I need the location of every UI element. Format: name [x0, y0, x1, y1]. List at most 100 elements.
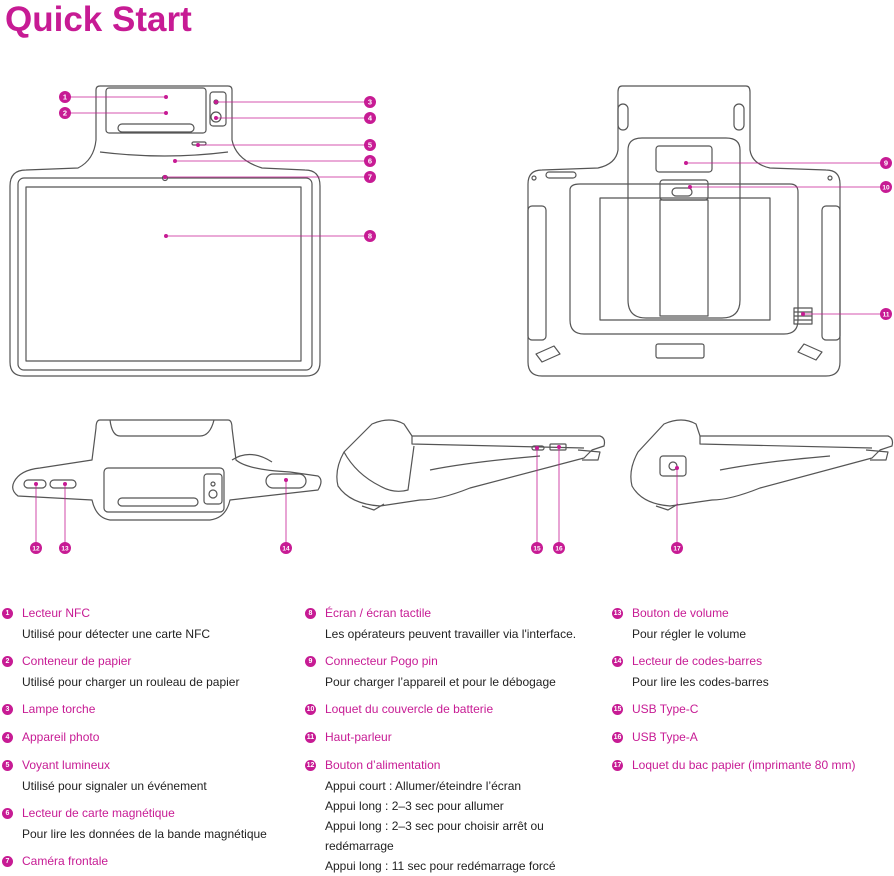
legend-label: Voyant lumineux: [22, 758, 111, 772]
diagram-number-badge: 8: [364, 230, 376, 242]
legend-item-header: 12 Bouton d’alimentation: [305, 756, 605, 776]
badge-circle: [59, 107, 71, 119]
legend-label: Conteneur de papier: [22, 654, 132, 668]
legend-number-badge: 15: [612, 704, 623, 715]
diagram-number-badge: 3: [364, 96, 376, 108]
legend-description: Pour régler le volume: [632, 627, 747, 641]
diagram-number-badge: 6: [364, 155, 376, 167]
badge-number: 8: [368, 232, 372, 241]
legend-item-header: 9 Connecteur Pogo pin: [305, 652, 605, 672]
legend-label: Bouton d’alimentation: [325, 758, 441, 772]
legend-label: Appareil photo: [22, 730, 100, 744]
legend-description: Appui long : 2–3 sec pour allumer: [325, 799, 504, 813]
badge-number: 17: [673, 546, 681, 553]
badge-number: 4: [368, 114, 373, 123]
legend-item-header: 15 USB Type-C: [612, 700, 894, 720]
legend-number-badge: 14: [612, 656, 623, 667]
badge-number: 1: [63, 93, 67, 102]
legend-label: Lecteur NFC: [22, 606, 91, 620]
legend-number-badge: 1: [2, 608, 13, 619]
back-view: [527, 85, 841, 377]
diagram-number-badge: 5: [364, 139, 376, 151]
badge-number: 12: [32, 546, 40, 553]
legend-number-badge: 8: [305, 608, 316, 619]
diagram-number-badge: 9: [880, 157, 892, 169]
legend-description: Appui court : Allumer/éteindre l’écran: [325, 779, 522, 793]
badge-number: 10: [882, 185, 890, 192]
diagram-number-badge: 7: [364, 171, 376, 183]
legend-item: 7 Caméra frontale: [2, 852, 302, 872]
legend-description: Pour lire les données de la bande magnét…: [22, 827, 267, 841]
badge-circle: [364, 171, 376, 183]
legend-label: Connecteur Pogo pin: [325, 654, 438, 668]
legend-item: 16 USB Type-A: [612, 728, 894, 748]
diagram-number-badge: 11: [880, 308, 892, 320]
diagram-number-badge: 16: [553, 542, 565, 554]
badge-circle: [364, 112, 376, 124]
badge-number: 16: [555, 546, 563, 553]
legend-label: Bouton de volume: [632, 606, 729, 620]
badge-number: 5: [368, 141, 372, 150]
diagram-number-badge: 4: [364, 112, 376, 124]
legend-item: 4 Appareil photo: [2, 728, 302, 748]
badge-circle: [364, 230, 376, 242]
legend-description: redémarrage: [325, 839, 394, 853]
badge-circle: [671, 542, 683, 554]
legend-label: Caméra frontale: [22, 854, 109, 868]
badge-circle: [364, 155, 376, 167]
diagram-number-badge: 2: [59, 107, 71, 119]
legend-label: USB Type-C: [632, 702, 699, 716]
badge-number: 7: [368, 173, 372, 182]
diagram-number-badge: 15: [531, 542, 543, 554]
legend-item-header: 1 Lecteur NFC: [2, 604, 302, 624]
legend-item-header: 17 Loquet du bac papier (imprimante 80 mm…: [612, 756, 894, 776]
legend-number-badge: 3: [2, 704, 13, 715]
diagram-number-badge: 12: [30, 542, 42, 554]
legend-number-badge: 5: [2, 760, 13, 771]
legend-number-badge: 12: [305, 760, 316, 771]
legend-number-badge: 10: [305, 704, 316, 715]
badge-circle: [880, 181, 892, 193]
badge-circle: [880, 157, 892, 169]
legend-label: Lampe torche: [22, 702, 96, 716]
legend-label: Lecteur de carte magnétique: [22, 806, 175, 820]
legend-number-badge: 9: [305, 656, 316, 667]
legend-number-badge: 16: [612, 732, 623, 743]
legend-description: Pour lire les codes-barres: [632, 675, 769, 689]
diagram-number-badge: 17: [671, 542, 683, 554]
legend-description: Utilisé pour signaler un événement: [22, 779, 207, 793]
badge-circle: [531, 542, 543, 554]
legend-item-header: 3 Lampe torche: [2, 700, 302, 720]
badge-number: 6: [368, 157, 372, 166]
badge-circle: [880, 308, 892, 320]
legend-label: USB Type-A: [632, 730, 698, 744]
leader-lines: [34, 95, 880, 544]
legend-item-header: 16 USB Type-A: [612, 728, 894, 748]
legend-item: 15 USB Type-C: [612, 700, 894, 720]
badge-number: 14: [282, 546, 290, 553]
diagram-number-badge: 14: [280, 542, 292, 554]
legend-number-badge: 7: [2, 856, 13, 867]
legend-description: Les opérateurs peuvent travailler via l'…: [325, 627, 577, 641]
legend-label: Loquet du bac papier (imprimante 80 mm): [632, 758, 856, 772]
badge-number: 2: [63, 109, 67, 118]
legend-description: Appui long : 11 sec pour redémarrage for…: [325, 859, 556, 873]
diagram-number-badge: 13: [59, 542, 71, 554]
legend-number-badge: 17: [612, 760, 623, 771]
legend-number-badge: 4: [2, 732, 13, 743]
